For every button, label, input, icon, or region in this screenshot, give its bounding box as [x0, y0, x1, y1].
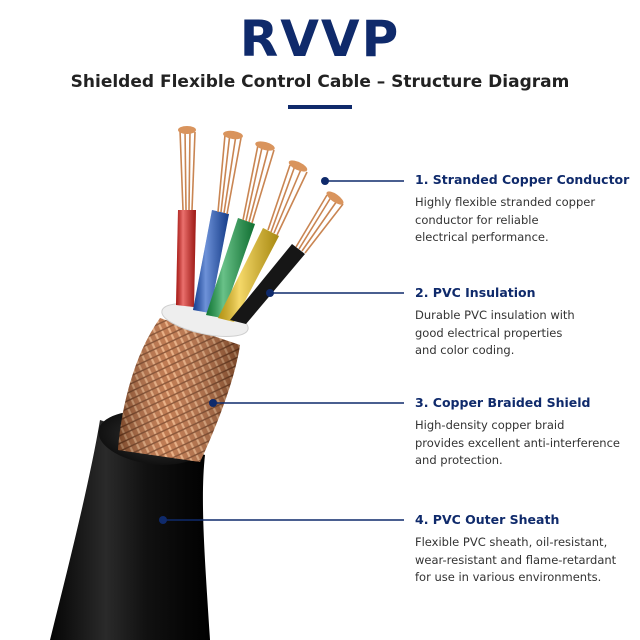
callout-title: 3. Copper Braided Shield — [415, 395, 591, 410]
callout-pvc-insulation: 2. PVC Insulation Durable PVC insulation… — [415, 285, 635, 360]
callout-description: Flexible PVC sheath, oil-resistant, wear… — [415, 534, 635, 587]
page-subtitle: Shielded Flexible Control Cable – Struct… — [70, 72, 570, 92]
callout-line: and color coding. — [415, 343, 515, 357]
callout-stranded-copper-conductor: 1. Stranded Copper Conductor Highly flex… — [415, 172, 635, 247]
leader-lines — [163, 180, 404, 521]
callout-title: 1. Stranded Copper Conductor — [415, 172, 630, 187]
copper-conductor-tips — [178, 126, 344, 205]
leader-dot-4 — [159, 516, 167, 524]
leader-dots — [159, 177, 329, 524]
callout-line: Highly flexible stranded copper — [415, 195, 596, 209]
callout-title: 4. PVC Outer Sheath — [415, 512, 560, 527]
callout-line: provides excellent anti-interference — [415, 435, 620, 450]
callout-line: good electrical properties — [415, 325, 563, 340]
callout-copper-braided-shield: 3. Copper Braided Shield High-density co… — [415, 395, 635, 470]
page-title: RVVP — [239, 10, 401, 68]
callout-title: 2. PVC Insulation — [415, 285, 536, 300]
callout-line: and protection. — [415, 453, 503, 467]
callout-line: wear-resistant and flame-retardant — [415, 552, 617, 567]
callout-description: High-density copper braid provides excel… — [415, 417, 635, 470]
copper-conductors — [179, 127, 344, 254]
leader-dot-2 — [266, 289, 274, 297]
callout-line: for use in various environments. — [415, 570, 602, 584]
insulated-cores — [176, 210, 305, 324]
callout-line: conductor for reliable — [415, 212, 539, 227]
callout-pvc-outer-sheath: 4. PVC Outer Sheath Flexible PVC sheath,… — [415, 512, 635, 587]
callout-line: High-density copper braid — [415, 418, 565, 432]
callout-description: Durable PVC insulation with good electri… — [415, 307, 635, 360]
leader-dot-3 — [209, 399, 217, 407]
callout-line: Durable PVC insulation with — [415, 308, 575, 322]
leader-dot-1 — [321, 177, 329, 185]
callout-description: Highly flexible stranded copper conducto… — [415, 194, 635, 247]
copper-braid-shield — [118, 318, 240, 462]
callout-line: Flexible PVC sheath, oil-resistant, — [415, 535, 608, 549]
callout-line: electrical performance. — [415, 230, 549, 244]
title-underline — [288, 105, 352, 109]
